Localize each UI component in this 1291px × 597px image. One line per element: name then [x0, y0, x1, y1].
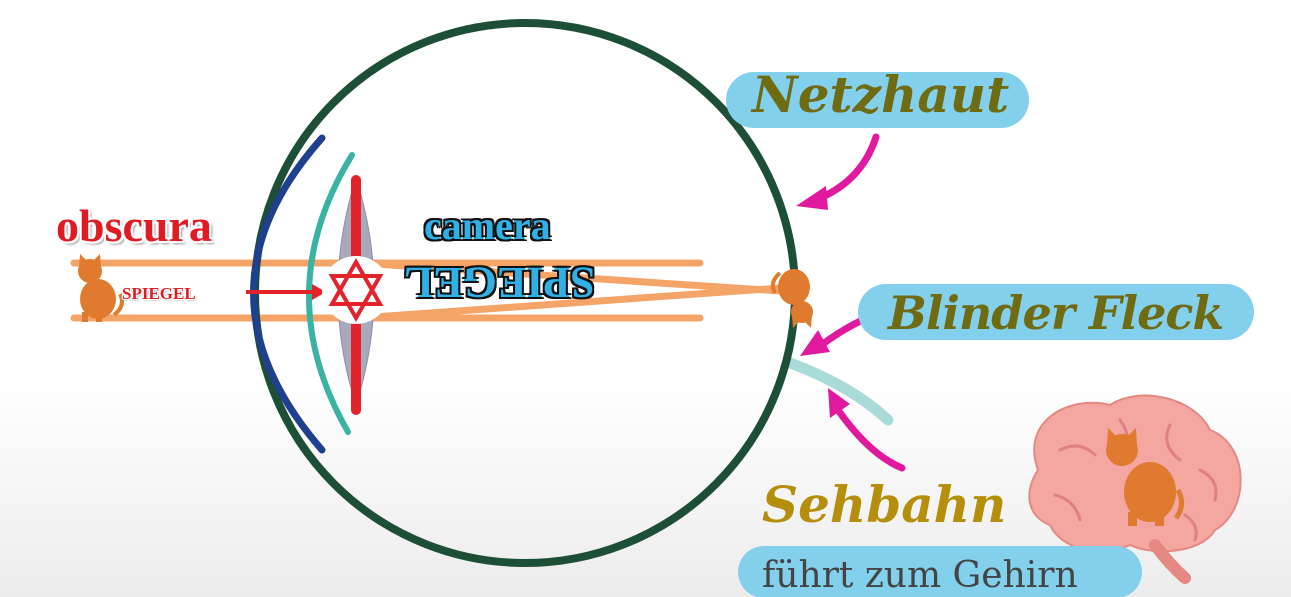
label-camera: camera [424, 203, 551, 248]
pointer-arrowheads [796, 186, 850, 418]
arrow-to-optic-nerve [834, 406, 906, 472]
light-rays [70, 259, 799, 322]
cat-icon [78, 254, 124, 322]
label-spiegel-inverted: SPIEGEL [404, 258, 595, 307]
arrow-icon [246, 284, 326, 300]
brain-icon [1028, 394, 1242, 584]
label-obscura: obscura [56, 200, 212, 251]
fuehrt-zum-gehirn-bubble [738, 546, 1142, 597]
star-of-david-icon [322, 256, 390, 324]
netzhaut-bubble [726, 72, 1029, 128]
cat-icon [770, 269, 813, 328]
label-blinder-fleck: Blinder Fleck [888, 286, 1224, 340]
cat-icon [1106, 428, 1184, 526]
label-fuehrt-zum-gehirn: führt zum Gehirn [762, 555, 1078, 596]
label-sehbahn: Sehbahn [762, 475, 1007, 534]
label-spiegel: SPIEGEL [122, 284, 196, 303]
optic-nerve [784, 357, 894, 426]
blinder-fleck-bubble [858, 284, 1254, 340]
arrow-to-retina [816, 133, 880, 202]
label-netzhaut: Netzhaut [752, 65, 1010, 124]
